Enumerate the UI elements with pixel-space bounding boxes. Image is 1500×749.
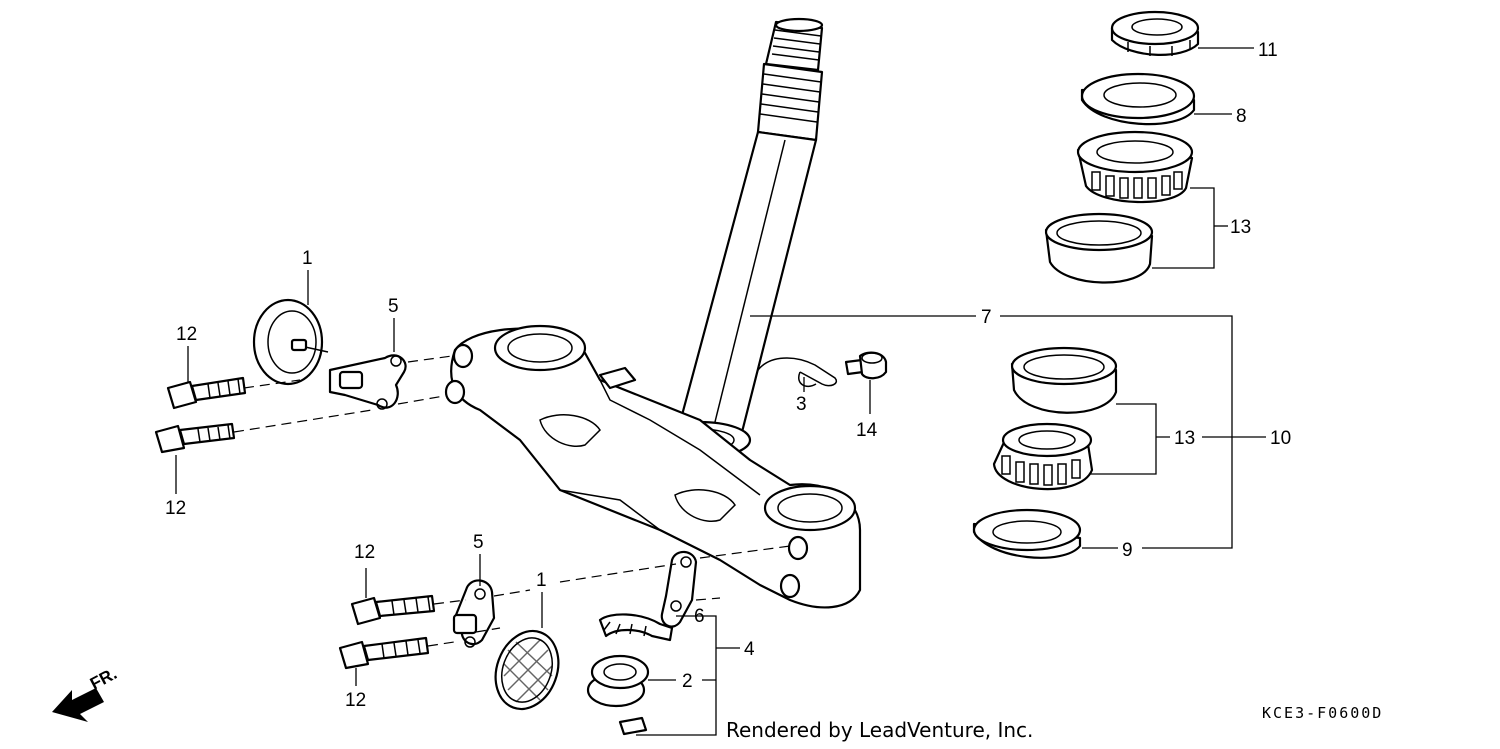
- callout-12-lower-a: 12: [354, 542, 375, 563]
- wire-clip-3: [757, 357, 837, 388]
- tapered-bearing-top: [1076, 130, 1194, 204]
- cable-guide-lower-right: [660, 550, 698, 628]
- clip-small: [618, 716, 648, 736]
- bolt-upper-a: [166, 376, 247, 410]
- callout-9: 9: [1122, 540, 1133, 561]
- callout-12-upper-a: 12: [176, 324, 197, 345]
- callout-13-top: 13: [1230, 217, 1251, 238]
- steering-stem-shaft: [648, 17, 824, 460]
- diagram-code: KCE3-F0600D: [1262, 704, 1383, 722]
- dust-seal-9: [972, 508, 1082, 559]
- reflector-upper: [252, 298, 329, 386]
- cable-guide-lower-left: [452, 579, 496, 648]
- cable-guide-upper: [328, 354, 407, 410]
- alignment-lines-lower: [427, 545, 791, 647]
- callout-2: 2: [682, 671, 693, 692]
- front-direction-arrow: FR.: [52, 664, 120, 722]
- alignment-lines-upper: [233, 355, 453, 433]
- callout-8: 8: [1236, 106, 1247, 127]
- bolt-upper-b: [154, 422, 236, 454]
- steering-nut-11: [1110, 10, 1200, 56]
- bolt-lower-a: [350, 594, 436, 626]
- render-credit: Rendered by LeadVenture, Inc.: [726, 718, 1033, 742]
- callout-3: 3: [796, 394, 807, 415]
- callout-1-upper: 1: [302, 248, 313, 269]
- callout-12-lower-b: 12: [345, 690, 366, 711]
- front-direction-label: FR.: [87, 664, 120, 694]
- callout-6: 6: [694, 606, 705, 627]
- dust-seal-8: [1080, 72, 1196, 126]
- callout-4: 4: [744, 639, 755, 660]
- callouts: 1 12 12 5 12 12 5 1 6 4 2 3 14 7 10 13 9…: [165, 40, 1291, 711]
- bolt-14: [844, 351, 888, 380]
- callout-10: 10: [1270, 428, 1291, 449]
- bearing-race-top: [1044, 212, 1154, 284]
- callout-5-upper: 5: [388, 296, 399, 317]
- callout-5-lower: 5: [473, 532, 484, 553]
- tapered-bearing-bottom: [992, 422, 1094, 491]
- callout-12-upper-b: 12: [165, 498, 186, 519]
- bottom-fork-bridge: [444, 324, 862, 609]
- callout-11: 11: [1258, 40, 1278, 61]
- leader-lines: [175, 47, 1266, 736]
- reflector-lower: [494, 629, 560, 711]
- callout-13-middle: 13: [1174, 428, 1195, 449]
- grommet-2: [586, 654, 650, 708]
- callout-7: 7: [981, 307, 992, 328]
- bolt-lower-b: [338, 636, 430, 670]
- clamp-6: [598, 613, 674, 642]
- bearing-race-bottom: [1010, 346, 1118, 414]
- callout-14: 14: [856, 420, 878, 441]
- callout-1-lower: 1: [536, 570, 547, 591]
